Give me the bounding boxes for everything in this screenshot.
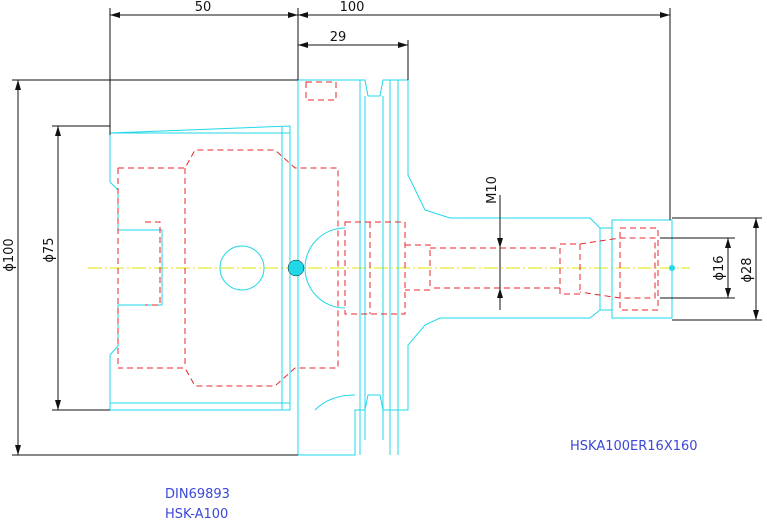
flange-outline	[297, 79, 673, 456]
standard-label: DIN69893	[165, 487, 230, 502]
dim-label-m10: M10	[485, 176, 500, 204]
part-number-label: HSKA100ER16X160	[570, 439, 698, 454]
interface-label: HSK-A100	[165, 507, 228, 522]
dim-label-50: 50	[195, 0, 212, 15]
dim-label-dia75: ϕ75	[42, 237, 57, 262]
dim-label-100-length: 100	[340, 0, 365, 15]
tool-tip-marker	[669, 265, 675, 271]
hsk-shank-hidden	[117, 149, 339, 387]
dim-label-dia100: ϕ100	[2, 238, 17, 271]
dimension-arrows	[15, 12, 759, 455]
flange-hidden	[305, 81, 659, 315]
dim-label-dia16: ϕ16	[712, 255, 727, 280]
gauge-point-marker	[287, 259, 305, 277]
dimension-lines	[12, 8, 762, 456]
dim-label-29: 29	[330, 30, 347, 45]
dim-label-dia28: ϕ28	[740, 257, 755, 282]
